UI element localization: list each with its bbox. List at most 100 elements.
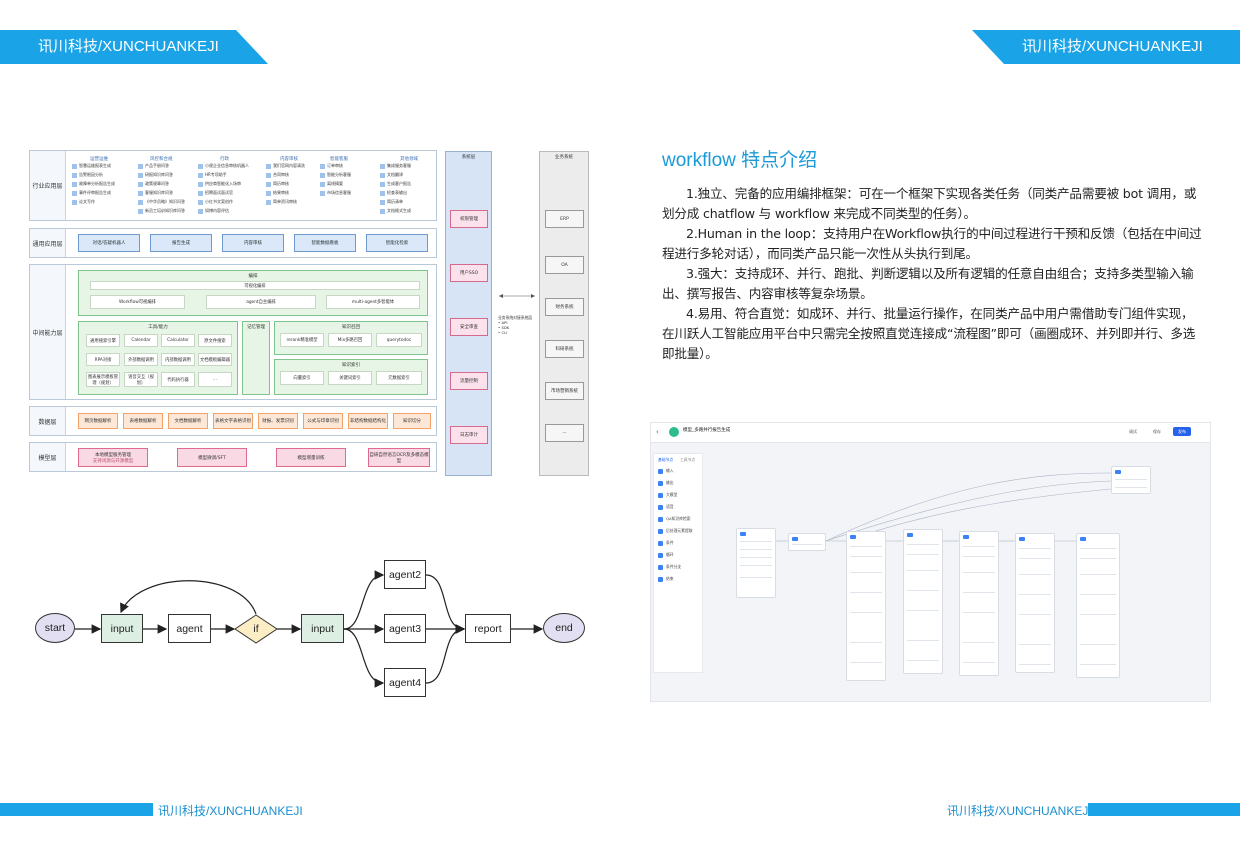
category: 内容审核: [280, 157, 298, 162]
node-card[interactable]: [903, 529, 943, 674]
editor-topbar: ‹ 模型_多路并行报告生成 调试 保存 发布: [651, 423, 1210, 443]
paragraph: 1.独立、完备的应用编排框架：可在一个框架下实现各类任务（同类产品需要被 bot…: [662, 186, 1197, 221]
business-item: 财务系统: [545, 298, 584, 316]
palette-item[interactable]: 语音: [658, 504, 674, 510]
knowledge-item: Mix多路召回: [328, 333, 372, 347]
model-item: 模型微调/SFT: [177, 448, 247, 467]
footer-right: 讯川科技/XUNCHUANKEJI: [947, 804, 1092, 818]
data-item: 文档数据解析: [168, 413, 208, 429]
palette-item[interactable]: 大模型: [658, 492, 677, 498]
node-card[interactable]: [788, 533, 826, 551]
industry-item: HR专项助手: [198, 172, 227, 178]
data-item: 财报、发票识别: [258, 413, 298, 429]
industry-item: 新员工培训知识库问答: [138, 208, 185, 214]
palette-item[interactable]: 条件: [658, 540, 674, 546]
layer-label: 中间能力层: [30, 265, 66, 399]
model-item: 模型增量训练: [276, 448, 346, 467]
industry-item: 论文写作: [72, 199, 95, 205]
palette-item[interactable]: 条件分支: [658, 564, 681, 570]
model-item-label: 本地模型服务管理: [95, 452, 131, 458]
api-note-item: SDK: [501, 325, 510, 330]
industry-item: 小规企业信息审核机器人: [198, 163, 249, 169]
tool: 原文件搜索: [198, 334, 232, 347]
common-app: 内容审核: [222, 234, 284, 252]
palette-item[interactable]: 输入: [658, 468, 674, 474]
node-card[interactable]: [1015, 533, 1055, 673]
node-card[interactable]: [959, 531, 999, 676]
node-card[interactable]: [1076, 533, 1120, 678]
save-button[interactable]: 保存: [1153, 429, 1161, 434]
bidirectional-arrow: [499, 294, 535, 298]
common-app: 报告生成: [150, 234, 212, 252]
section-title: workflow 特点介绍: [662, 150, 818, 171]
industry-item: 产品手册问答: [138, 163, 169, 169]
industry-item: 供应商智能化入场审: [198, 181, 241, 187]
index-item: 关键词索引: [328, 371, 372, 385]
workflow-editor-screenshot: ‹ 模型_多路并行报告生成 调试 保存 发布 基础节点 工具节点 输入 输出 大…: [650, 422, 1211, 702]
debug-button[interactable]: 调试: [1129, 429, 1137, 434]
category: 运营运维: [90, 157, 108, 162]
system-item: 流量控制: [450, 372, 488, 390]
model-item: 自研自然语言OCR及多模态模型: [368, 448, 430, 467]
tab-basic[interactable]: 基础节点: [658, 457, 674, 462]
tool: ...: [198, 372, 232, 387]
palette-item[interactable]: 输出: [658, 480, 674, 486]
model-item: 本地模型服务管理支持闭源与开源模型: [78, 448, 148, 467]
node-palette: 基础节点 工具节点 输入 输出 大模型 语音 QA知识库检索 后处理元素提取 条…: [653, 453, 703, 673]
industry-item: 检查表输出: [380, 190, 407, 196]
layer-common: 通用应用层 对话/答疑机器人 报告生成 内容审核 智能数据看板 智能化检索: [29, 228, 437, 258]
business-item: OA: [545, 256, 584, 274]
data-item: 非结构数据结构化: [348, 413, 388, 429]
data-item: 表格数据解析: [123, 413, 163, 429]
layer-label: 模型层: [30, 443, 66, 471]
orchestration-item: multi-agent多智能体: [326, 295, 420, 309]
industry-item: 简历清单: [380, 199, 403, 205]
node-card[interactable]: [1111, 466, 1151, 494]
palette-item[interactable]: 循环: [658, 552, 674, 558]
body-text: 1.独立、完备的应用编排框架：可在一个框架下实现各类任务（同类产品需要被 bot…: [662, 184, 1202, 364]
orchestration-item: Workflow可视编排: [90, 295, 185, 309]
category: 行政: [220, 157, 229, 162]
data-item: 表格文字表格识别: [213, 413, 253, 429]
api-note-line: • CLI: [498, 330, 508, 335]
back-icon: ‹: [656, 428, 659, 436]
knowledge-item: querytodoc: [376, 333, 422, 347]
palette-item[interactable]: 后处理元素提取: [658, 528, 693, 534]
header-right: 讯川科技/XUNCHUANKEJI: [972, 30, 1240, 64]
industry-item: 结果审核: [266, 190, 289, 196]
industry-item: 事件评审报告生成: [72, 190, 111, 196]
layer-label: 数据层: [30, 407, 66, 435]
node-card[interactable]: [846, 531, 886, 681]
flow-node-input: input: [101, 614, 143, 643]
layer-industry: 行业应用层 运营运维 风控和合规 行政 内容审核 智能客服 其他领域 智慧运维报…: [29, 150, 437, 221]
layer-label: 通用应用层: [30, 229, 66, 257]
industry-item: 智慧运维报表生成: [72, 163, 111, 169]
tool: 图表展示模板管理（规划）: [86, 372, 120, 387]
industry-item: 生成客户报告: [380, 181, 411, 187]
api-note-line: 业务系统对接系统层: [498, 315, 533, 320]
business-item: 科研系统: [545, 340, 584, 358]
api-note: 业务系统对接系统层 • API • SDK • CLI: [498, 315, 532, 335]
flow-node-report: report: [465, 614, 511, 643]
palette-item[interactable]: 结束: [658, 576, 674, 582]
node-card[interactable]: [736, 528, 776, 598]
app-icon: [669, 427, 679, 437]
api-note-line: • SDK: [498, 325, 510, 330]
flow-node-agent: agent: [168, 614, 211, 643]
tool: 语音交互（规划）: [124, 372, 158, 387]
flow-node-agent4: agent4: [384, 668, 426, 697]
tab-tools[interactable]: 工具节点: [680, 457, 696, 462]
industry-item: 文档翻译: [380, 172, 403, 178]
tool: 代码执行器: [161, 372, 195, 387]
publish-button[interactable]: 发布: [1173, 427, 1191, 436]
palette-item[interactable]: QA知识库检索: [658, 516, 691, 522]
layer-data: 数据层 网页数据解析 表格数据解析 文档数据解析 表格文字表格识别 财报、发票识…: [29, 406, 437, 436]
industry-item: 智能分析客服: [320, 172, 351, 178]
index-item: 向量索引: [280, 371, 324, 385]
footer-bar-left: [0, 803, 153, 816]
api-note-item: CLI: [501, 330, 508, 335]
index-item: 元数据索引: [376, 371, 422, 385]
industry-item: 故障单分析报告生成: [72, 181, 115, 187]
industry-item: 《中华员略》知识问答: [138, 199, 185, 205]
orchestration-item: agent自主编排: [206, 295, 316, 309]
